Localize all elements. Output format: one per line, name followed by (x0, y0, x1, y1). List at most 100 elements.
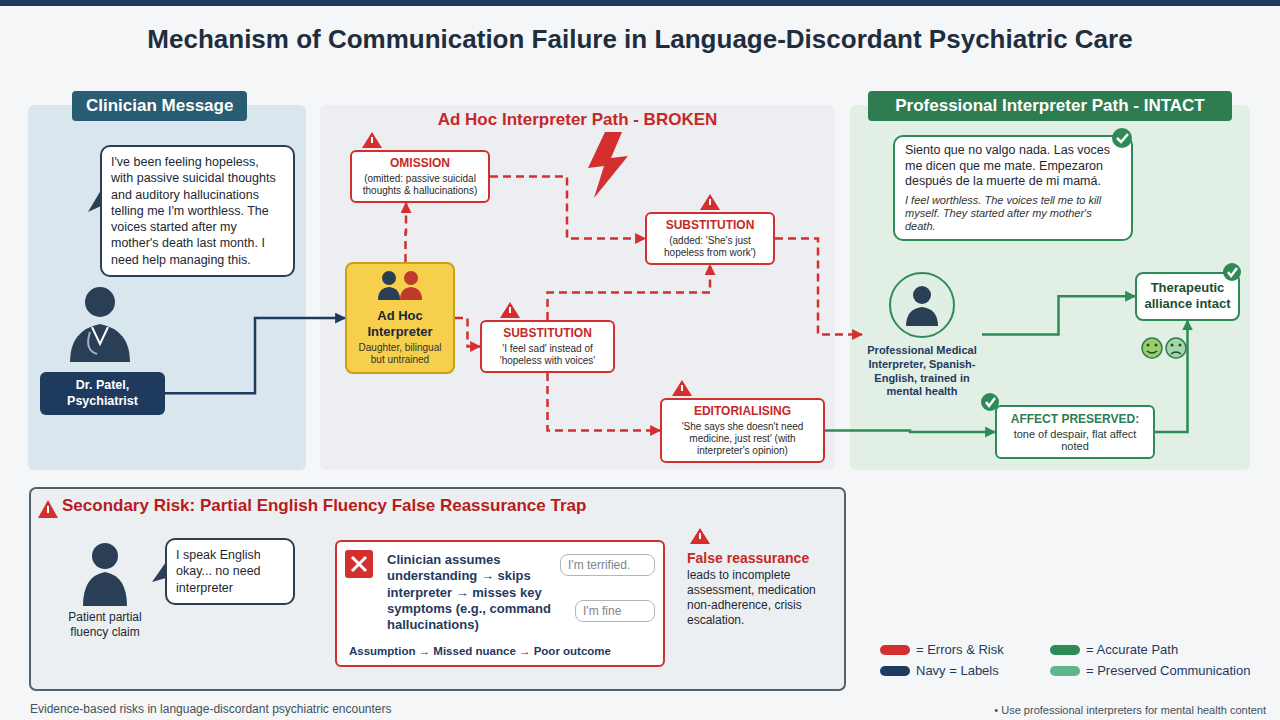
check-icon (981, 393, 999, 411)
doctor-icon (85, 287, 115, 317)
connector-arrow (404, 203, 407, 262)
speech-bubble: I speak English okay... no need interpre… (165, 538, 295, 605)
error-box: SUBSTITUTION'I feel sad' instead of 'hop… (480, 320, 615, 373)
patient-icon (83, 572, 127, 606)
lightning-bolt (588, 132, 628, 198)
people-icon (378, 271, 422, 300)
node-heading: Professional Interpreter Path - INTACT (868, 91, 1232, 121)
warning-triangle (690, 528, 710, 544)
panel-background (850, 105, 1250, 470)
connector-arrow (1155, 321, 1188, 433)
warning-note: False reassurance leads to incomplete ass… (685, 548, 835, 630)
node-heading: Professional Medical Interpreter, Spanis… (862, 344, 982, 399)
face-icon (1147, 351, 1157, 353)
check-icon (1223, 263, 1241, 281)
warning-triangle (672, 380, 692, 396)
x-icon (345, 550, 373, 578)
people-icon (404, 271, 418, 285)
warning-triangle (362, 132, 382, 148)
bubble-tail (88, 190, 101, 212)
face-icon (1166, 338, 1186, 358)
role-box: Dr. Patel, Psychiatrist (40, 372, 165, 415)
outcome-box: AFFECT PRESERVED:tone of despair, flat a… (995, 405, 1155, 459)
legend-swatch (880, 666, 910, 676)
connector-arrow (825, 431, 995, 433)
node-heading: I'm fine (583, 604, 647, 618)
warning-triangle (47, 506, 49, 513)
node-heading: SUBSTITUTION (488, 326, 607, 341)
patient-node: Patient partial fluency claim (50, 540, 160, 640)
node-body: I feel worthless. The voices tell me to … (905, 194, 1121, 234)
panel-background (28, 105, 1250, 690)
check-icon (1112, 128, 1132, 148)
connector-arrow (490, 177, 645, 239)
node-body: leads to incomplete assessment, medicati… (687, 568, 833, 628)
node-heading: EDITORIALISING (668, 404, 817, 419)
node-heading: OMISSION (358, 156, 482, 171)
node-heading: Therapeutic alliance intact (1143, 280, 1232, 313)
node-body: Assumption → Missed nuance → Poor outcom… (349, 645, 653, 657)
interpreter-icon (913, 286, 931, 304)
check-icon (1117, 134, 1128, 142)
patient-icon (83, 543, 127, 606)
interpreter-box: Ad Hoc InterpreterDaughter, bilingual bu… (345, 262, 455, 374)
node-heading: Ad Hoc Interpreter (353, 308, 447, 339)
node-heading: Secondary Risk: Partial English Fluency … (30, 488, 845, 516)
warning-triangle (681, 385, 683, 391)
outcome-box: Therapeutic alliance intact (1135, 272, 1240, 321)
title-bar: Mechanism of Communication Failure in La… (0, 24, 1280, 55)
node-heading: Clinician assumes understanding → skips … (387, 552, 552, 633)
diagram-title: Mechanism of Communication Failure in La… (0, 24, 1280, 55)
face-icon (1155, 344, 1158, 347)
speech-bubble: Siento que no valgo nada. Las voces me d… (893, 135, 1133, 241)
panel-background (30, 488, 845, 690)
legend: = Errors & Risk = Accurate PathNavy = Lab… (880, 642, 1260, 678)
people-icon (400, 287, 422, 300)
risk-box: Clinician assumes understanding → skips … (335, 540, 665, 667)
face-icon (1147, 344, 1150, 347)
speech-bubble: I've been feeling hopeless, with passive… (100, 145, 295, 277)
connector-arrow (982, 296, 1135, 334)
node-body: (added: 'She's just hopeless from work') (653, 235, 767, 259)
connector-arrow (775, 239, 862, 335)
bubble-tail (88, 190, 166, 582)
error-box: OMISSION(omitted: passive suicidal thoug… (350, 150, 490, 203)
legend-row: = Accurate Path (1050, 642, 1260, 657)
warning-triangle (700, 194, 720, 210)
check-icon (1228, 268, 1237, 276)
connector-arrow (548, 265, 711, 320)
x-icon (352, 557, 366, 571)
people-icon (378, 287, 400, 300)
caption: Evidence-based risks in language-discord… (30, 699, 392, 717)
legend-text: = Errors & Risk (916, 642, 1004, 657)
panel: Secondary Risk: Partial English Fluency … (30, 488, 845, 690)
node-heading: SUBSTITUTION (653, 218, 767, 233)
face-icon (1171, 344, 1174, 347)
people-icon (382, 271, 396, 285)
warning-triangle (699, 533, 701, 539)
check-icon (986, 398, 995, 406)
note: • Use professional interpreters for ment… (994, 700, 1266, 718)
panel: Clinician MessageI've been feeling hopel… (28, 105, 306, 470)
doctor-icon (88, 332, 97, 354)
interpreter-icon (906, 307, 938, 326)
panel: Ad Hoc Interpreter Path - BROKENAd Hoc I… (320, 105, 835, 470)
node-heading: I'm terrified. (568, 558, 647, 572)
node-heading: Patient partial fluency claim (50, 610, 160, 640)
interpreter-icon (890, 273, 954, 337)
legend-row: Navy = Labels (880, 663, 1050, 678)
panel-background (320, 105, 835, 470)
bubble-tail (152, 562, 166, 582)
legend-swatch (1050, 666, 1080, 676)
error-box: SUBSTITUTION (added: 'She's just hopeless… (645, 212, 775, 265)
legend-row: = Errors & Risk (880, 642, 1050, 657)
panel-background (28, 105, 306, 470)
warning-triangle (509, 307, 511, 313)
node-heading: False reassurance (687, 550, 833, 566)
node-body: 'She says she doesn't need medicine, jus… (668, 421, 817, 457)
node-heading: AFFECT PRESERVED: (1005, 412, 1145, 426)
interpreter-node: Professional Medical Interpreter, Spanis… (862, 270, 982, 399)
faded-bubble: I'm terrified. (560, 554, 655, 576)
x-icon (345, 550, 373, 578)
legend-row: = Preserved Communication (1050, 663, 1260, 678)
